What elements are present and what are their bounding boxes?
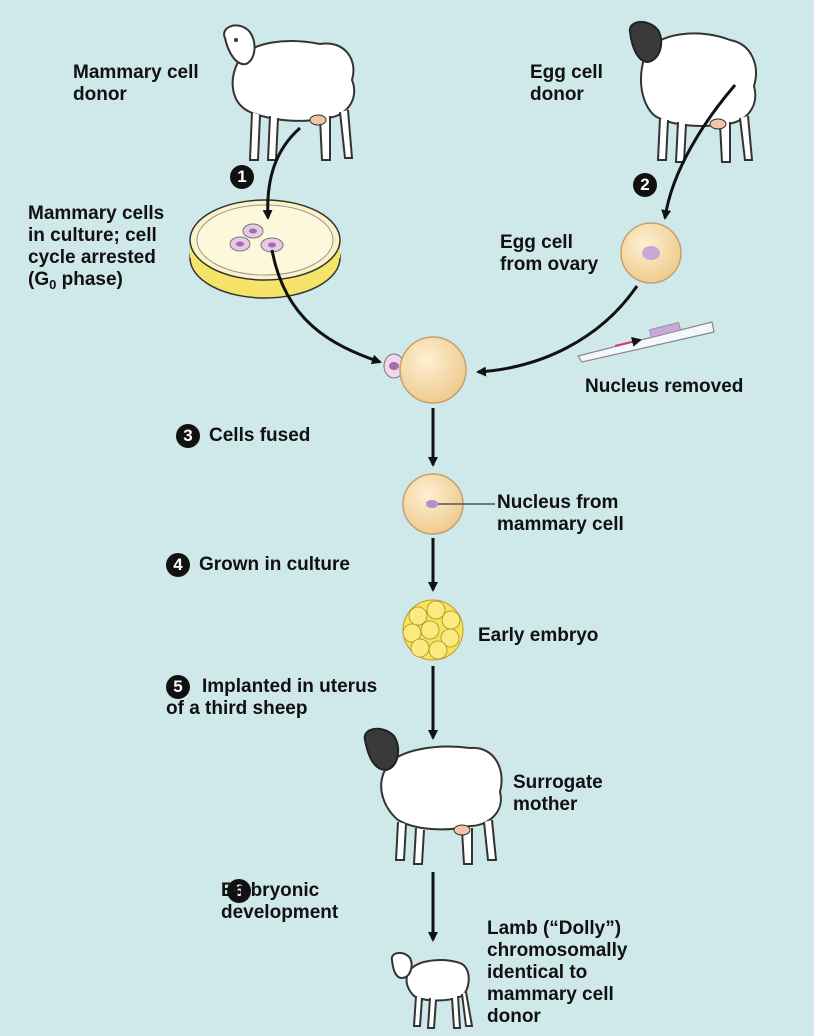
step-badge-4: 4 — [166, 553, 190, 577]
embryonic-development-label: Embryonic development — [221, 880, 338, 924]
egg-cell-icon — [621, 223, 681, 283]
mammary-culture-label: Mammary cells in culture; cell cycle arr… — [28, 203, 164, 296]
step-badge-1: 1 — [230, 165, 254, 189]
nucleus-from-mammary-label: Nucleus from mammary cell — [497, 492, 624, 536]
egg-donor-label: Egg cell donor — [530, 62, 603, 106]
surrogate-sheep-icon — [365, 729, 502, 864]
grown-in-culture-label: Grown in culture — [199, 554, 350, 576]
cells-fused-label: Cells fused — [209, 425, 310, 447]
fused-egg-icon — [403, 474, 495, 534]
step-badge-3: 3 — [176, 424, 200, 448]
mammary-donor-label: Mammary cell donor — [73, 62, 199, 106]
implanted-label: Implanted in uterus of a third sheep — [166, 676, 377, 720]
arrow-egg-to-fusion — [478, 286, 637, 372]
lamb-icon — [392, 953, 472, 1028]
early-embryo-icon — [403, 600, 463, 660]
step-badge-2: 2 — [633, 173, 657, 197]
petri-dish-icon — [190, 200, 340, 298]
lamb-dolly-label: Lamb (“Dolly”) chromosomally identical t… — [487, 918, 627, 1028]
early-embryo-label: Early embryo — [478, 625, 598, 647]
egg-from-ovary-label: Egg cell from ovary — [500, 232, 598, 276]
surrogate-label: Surrogate mother — [513, 772, 603, 816]
nucleus-removed-label: Nucleus removed — [585, 376, 743, 398]
fusion-cells — [384, 337, 466, 403]
